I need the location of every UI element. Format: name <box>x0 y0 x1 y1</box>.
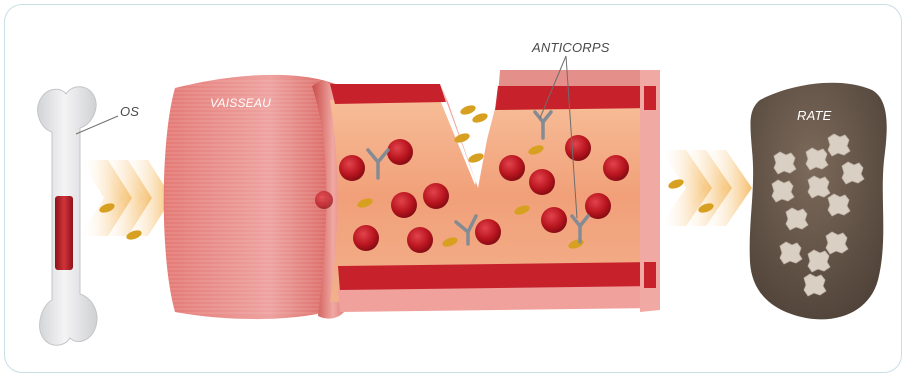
antibodies-label: ANTICORPS <box>532 40 610 55</box>
bone-marrow <box>55 196 73 270</box>
spleen-label: RATE <box>797 108 832 123</box>
bone-label: OS <box>120 104 139 119</box>
arrows-bone-to-vessel <box>80 160 172 236</box>
vessel-label: VAISSEAU <box>210 96 271 110</box>
vessel-wall-top <box>330 84 446 104</box>
